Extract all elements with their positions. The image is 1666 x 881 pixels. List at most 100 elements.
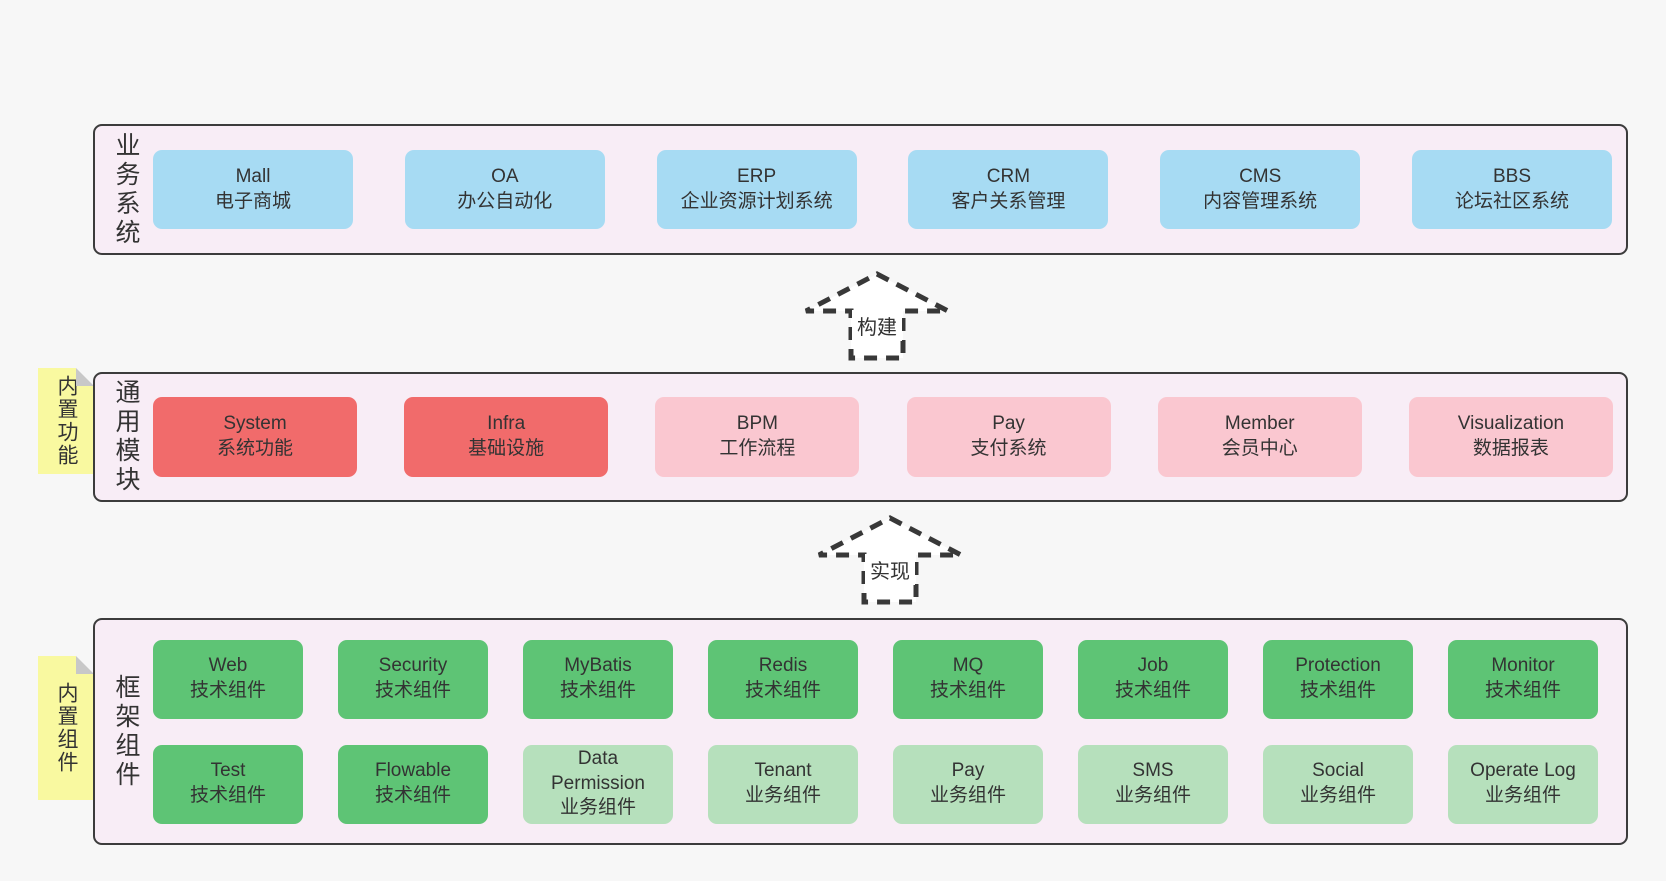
sticky-note-built-in-functions: 内置功能 bbox=[38, 368, 94, 474]
diagram-box-visualization: Visualization 数据报表 bbox=[1408, 397, 1613, 477]
diagram-box-mq: MQ 技术组件 bbox=[893, 639, 1043, 719]
diagram-box-oa: OA 办公自动化 bbox=[404, 150, 605, 229]
box-subtitle: 技术组件 bbox=[1484, 680, 1561, 701]
layer-common-modules: 通用模块 System 系统功能 Infra 基础设施 BPM 工作流程 Pay 支付系统 Me… bbox=[93, 372, 1628, 502]
box-subtitle: 会员中心 bbox=[1221, 438, 1298, 459]
box-title: CMS bbox=[1239, 165, 1282, 187]
diagram-box-mybatis: MyBatis 技术组件 bbox=[523, 639, 673, 719]
box-subtitle: 业务组件 bbox=[1114, 785, 1191, 806]
box-subtitle: 基础设施 bbox=[468, 438, 545, 459]
box-title: BPM bbox=[736, 413, 778, 435]
box-title: OA bbox=[491, 165, 519, 187]
box-subtitle: 技术组件 bbox=[374, 680, 451, 701]
box-subtitle: 系统功能 bbox=[216, 438, 293, 459]
diagram-box-sms: SMS 业务组件 bbox=[1078, 744, 1228, 824]
layer-title-common-modules: 通用模块 bbox=[112, 379, 140, 495]
box-subtitle: 企业资源计划系统 bbox=[680, 190, 833, 212]
diagram-box-infra: Infra 基础设施 bbox=[404, 397, 609, 477]
box-title: Member bbox=[1224, 413, 1295, 435]
box-title: Web bbox=[208, 655, 248, 677]
box-title: Flowable bbox=[374, 760, 452, 782]
build-arrow-label: 构建 bbox=[852, 310, 902, 341]
box-title: Pay bbox=[951, 760, 985, 782]
layer-title-framework-components: 框架组件 bbox=[112, 673, 140, 790]
diagram-box-web: Web 技术组件 bbox=[153, 639, 303, 719]
box-subtitle: 业务组件 bbox=[1484, 785, 1561, 806]
box-title: Pay bbox=[992, 413, 1025, 435]
diagram-box-pay: Pay 支付系统 bbox=[906, 397, 1111, 477]
diagram-box-monitor: Monitor 技术组件 bbox=[1448, 639, 1598, 719]
box-title: Infra bbox=[487, 413, 526, 435]
box-title: MQ bbox=[952, 655, 984, 677]
box-title: MyBatis bbox=[564, 655, 632, 677]
box-subtitle: 工作流程 bbox=[719, 438, 796, 459]
sticky-note-built-in-components: 内置组件 bbox=[38, 656, 94, 800]
box-subtitle: 支付系统 bbox=[970, 438, 1047, 459]
box-subtitle: 业务组件 bbox=[929, 785, 1006, 806]
box-title: Visualization bbox=[1457, 413, 1565, 435]
common-modules-row: System 系统功能 Infra 基础设施 BPM 工作流程 Pay 支付系统 Member 会… bbox=[153, 397, 1613, 477]
diagram-box-security: Security 技术组件 bbox=[338, 639, 488, 719]
diagram-box-job: Job 技术组件 bbox=[1078, 639, 1228, 719]
box-title: Protection bbox=[1295, 655, 1381, 677]
diagram-box-erp: ERP 企业资源计划系统 bbox=[656, 150, 857, 229]
box-subtitle: 技术组件 bbox=[189, 680, 266, 701]
box-subtitle: 技术组件 bbox=[374, 785, 451, 806]
box-title: Monitor bbox=[1491, 655, 1555, 677]
box-title: SMS bbox=[1132, 760, 1174, 782]
box-subtitle: 技术组件 bbox=[744, 680, 821, 701]
diagram-box-member: Member 会员中心 bbox=[1157, 397, 1362, 477]
note-fold-corner-icon bbox=[76, 656, 94, 674]
diagram-box-bbs: BBS 论坛社区系统 bbox=[1411, 150, 1612, 229]
box-title: Mall bbox=[235, 165, 271, 187]
box-subtitle: 数据报表 bbox=[1472, 438, 1549, 459]
diagram-box-bpm: BPM 工作流程 bbox=[655, 397, 860, 477]
sticky-note-label: 内置组件 bbox=[55, 682, 78, 774]
box-subtitle: 电子商城 bbox=[214, 190, 291, 212]
box-title: Test bbox=[210, 760, 246, 782]
box-title: Job bbox=[1137, 655, 1169, 677]
layer-title-business-systems: 业务系统 bbox=[112, 131, 140, 248]
box-title: ERP bbox=[737, 165, 777, 187]
box-subtitle: 技术组件 bbox=[929, 680, 1006, 701]
box-title: Tenant bbox=[754, 760, 812, 782]
implement-arrow-label: 实现 bbox=[865, 554, 915, 585]
box-subtitle: 论坛社区系统 bbox=[1454, 190, 1569, 212]
box-subtitle: 客户关系管理 bbox=[951, 190, 1066, 212]
sticky-note-label: 内置功能 bbox=[55, 375, 78, 467]
note-fold-corner-icon bbox=[76, 368, 94, 386]
box-title: BBS bbox=[1492, 165, 1531, 187]
diagram-box-mall: Mall 电子商城 bbox=[153, 150, 353, 229]
box-subtitle: 技术组件 bbox=[1114, 680, 1191, 701]
diagram-box-cms: CMS 内容管理系统 bbox=[1160, 150, 1361, 229]
box-title: Redis bbox=[758, 655, 808, 677]
build-arrow-icon: 构建 bbox=[802, 270, 952, 362]
diagram-box-system: System 系统功能 bbox=[153, 397, 357, 477]
diagram-box-flowable: Flowable 技术组件 bbox=[338, 744, 488, 824]
box-subtitle: 办公自动化 bbox=[457, 190, 553, 212]
box-title: Social bbox=[1312, 760, 1364, 782]
box-title: Security bbox=[378, 655, 448, 677]
common-modules-boxes: System 系统功能 Infra 基础设施 BPM 工作流程 Pay 支付系统 Member 会… bbox=[153, 374, 1613, 500]
diagram-box-pay: Pay 业务组件 bbox=[893, 744, 1043, 824]
diagram-box-redis: Redis 技术组件 bbox=[708, 639, 858, 719]
box-subtitle: 业务组件 bbox=[744, 785, 821, 806]
implement-arrow-icon: 实现 bbox=[815, 514, 965, 606]
box-subtitle: 内容管理系统 bbox=[1203, 190, 1318, 212]
box-title: System bbox=[223, 413, 287, 435]
diagram-box-operate-log: Operate Log 业务组件 bbox=[1448, 744, 1598, 824]
box-subtitle: 技术组件 bbox=[559, 680, 636, 701]
box-title: Operate Log bbox=[1470, 760, 1576, 782]
